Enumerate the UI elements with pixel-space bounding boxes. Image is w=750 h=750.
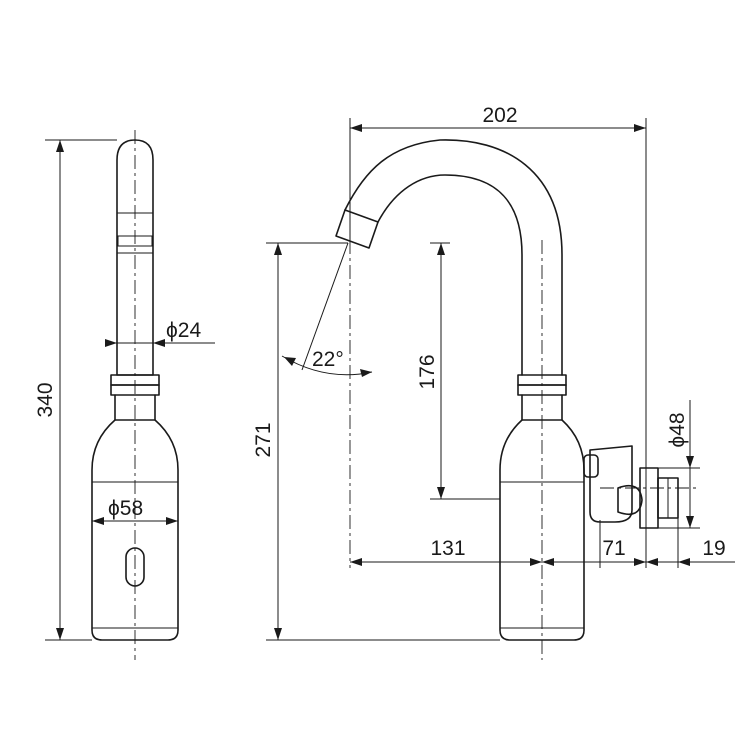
dim-131-label: 131 bbox=[430, 537, 465, 560]
front-view bbox=[91, 130, 179, 660]
dim-176: 176 bbox=[416, 242, 500, 500]
side-body bbox=[499, 419, 585, 641]
dim-phi58: ϕ58 bbox=[92, 497, 178, 525]
dim-22-degree: 22° bbox=[281, 242, 373, 377]
side-inlet-body bbox=[639, 467, 659, 529]
dim-phi48: ϕ48 bbox=[656, 400, 700, 529]
dim-271-label: 271 bbox=[252, 422, 275, 457]
front-neck bbox=[114, 394, 156, 421]
dim-71-label: 71 bbox=[602, 537, 625, 560]
side-gooseneck-outer bbox=[344, 139, 563, 376]
dim-19-label: 19 bbox=[702, 537, 725, 560]
dim-phi24: ϕ24 bbox=[105, 319, 215, 347]
dim-202-label: 202 bbox=[482, 104, 517, 127]
dim-340: 340 bbox=[34, 139, 117, 641]
dim-phi48-label: ϕ48 bbox=[666, 412, 689, 447]
side-view bbox=[335, 139, 700, 660]
dim-271: 271 bbox=[252, 242, 500, 641]
side-valve-bracket bbox=[589, 445, 633, 523]
dim-chain-bottom: 131 71 19 bbox=[350, 518, 735, 568]
front-body bbox=[91, 419, 179, 641]
side-valve-cap bbox=[583, 454, 599, 478]
dim-22-degree-label: 22° bbox=[312, 348, 344, 371]
dim-phi24-label: ϕ24 bbox=[166, 319, 201, 342]
side-spout-tip bbox=[335, 209, 379, 249]
dim-202: 202 bbox=[349, 104, 647, 568]
dim-phi58-label: ϕ58 bbox=[108, 497, 143, 520]
dim-340-label: 340 bbox=[34, 382, 57, 417]
side-valve-knob bbox=[617, 484, 643, 516]
side-neck bbox=[521, 394, 563, 421]
front-spout-pipe bbox=[116, 139, 154, 376]
dim-176-label: 176 bbox=[416, 354, 439, 389]
side-gooseneck-inner bbox=[377, 174, 523, 376]
